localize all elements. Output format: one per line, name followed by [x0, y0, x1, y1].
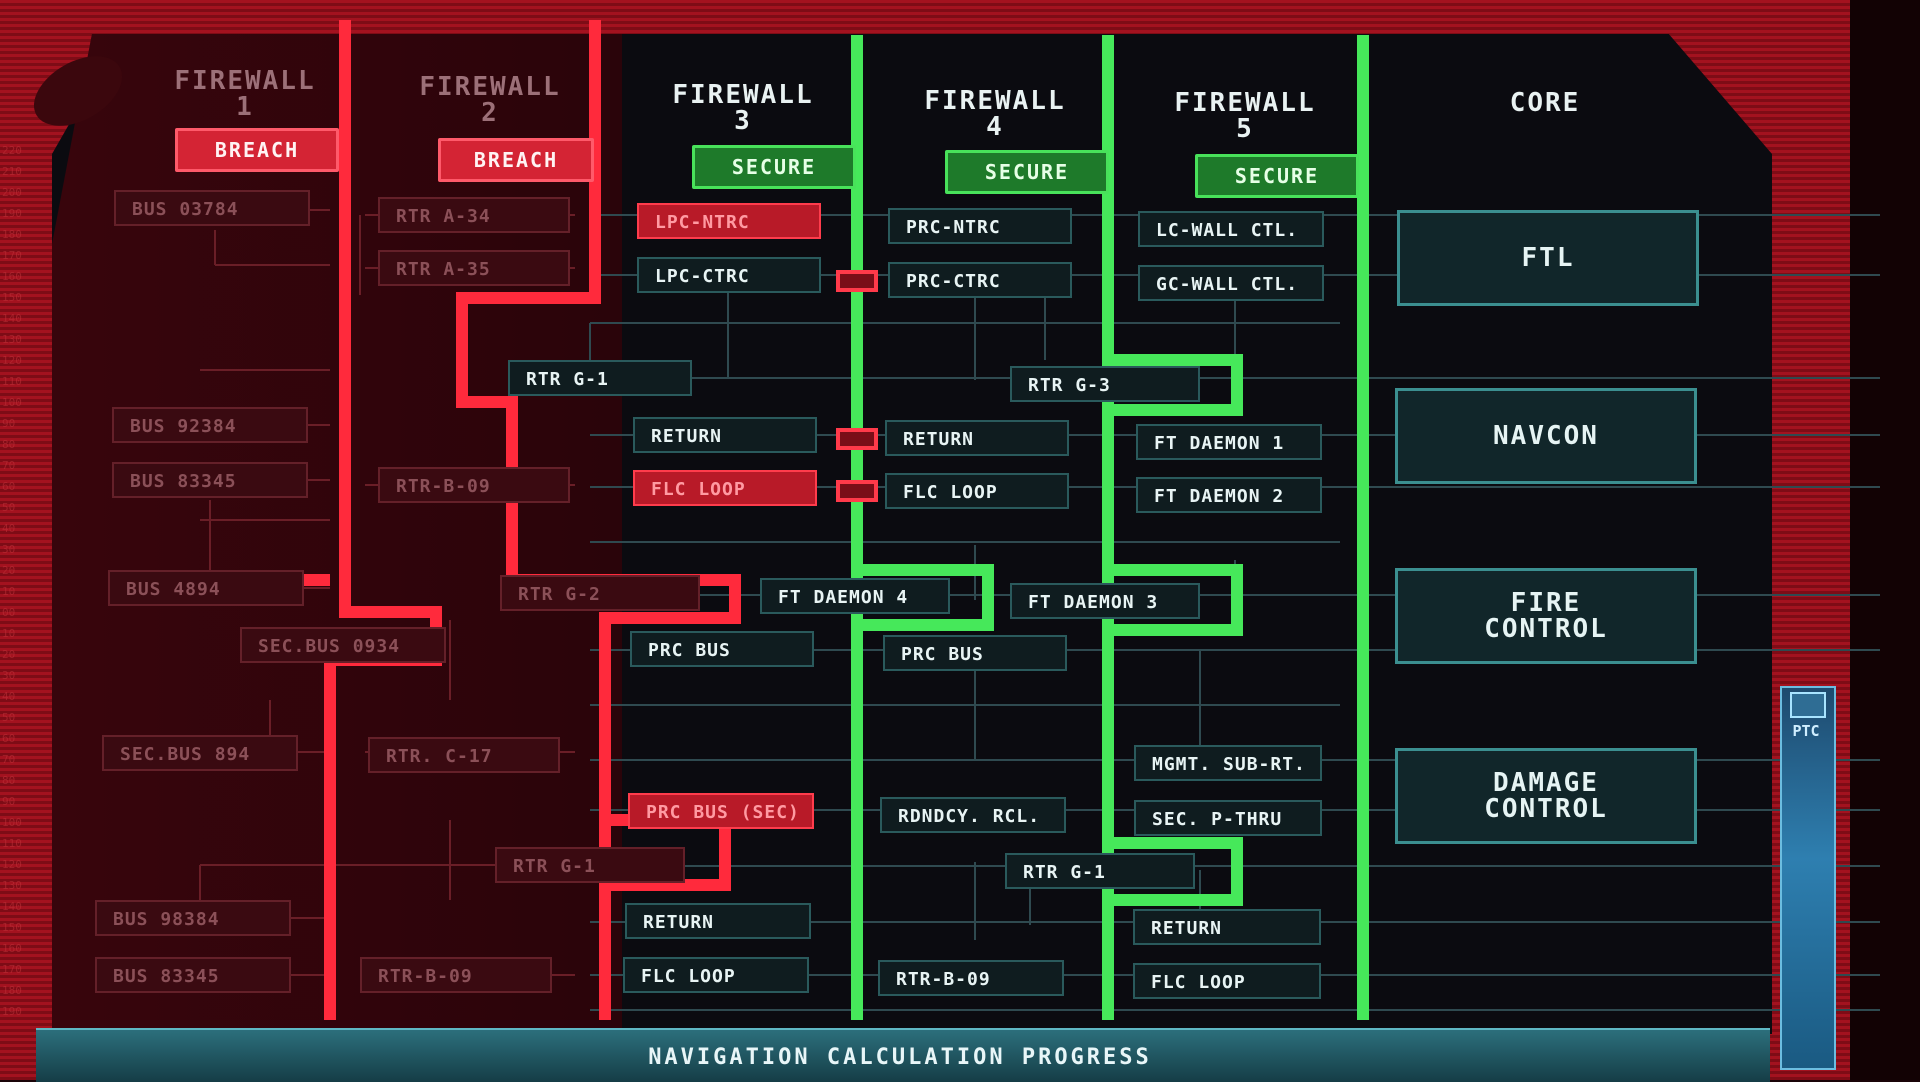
- secure-trunks: [851, 35, 1369, 1020]
- firewall-5-title: FIREWALL 5: [1174, 88, 1316, 144]
- col3-node[interactable]: LPC-CTRC: [637, 257, 821, 293]
- core-module-navcon[interactable]: NAVCON: [1395, 388, 1697, 484]
- col5-node[interactable]: MGMT. SUB-RT.: [1134, 745, 1322, 781]
- core-module-fire-control[interactable]: FIRE CONTROL: [1395, 568, 1697, 664]
- col5-node[interactable]: FLC LOOP: [1133, 963, 1321, 999]
- progress-label: NAVIGATION CALCULATION PROGRESS: [648, 1045, 1152, 1070]
- col5-node[interactable]: RETURN: [1133, 909, 1321, 945]
- col5-node[interactable]: FT DAEMON 2: [1136, 477, 1322, 513]
- col2-node[interactable]: RTR G-2: [500, 575, 700, 611]
- col3-node[interactable]: PRC BUS (SEC): [628, 793, 814, 829]
- col1-node[interactable]: BUS 03784: [114, 190, 310, 226]
- col2-node[interactable]: RTR-B-09: [378, 467, 570, 503]
- col2-node[interactable]: RTR. C-17: [368, 737, 560, 773]
- side-panel-label: PTC: [1792, 722, 1820, 740]
- side-panel-indicator: [1790, 692, 1826, 718]
- col4-node[interactable]: RETURN: [885, 420, 1069, 456]
- col3-node[interactable]: RETURN: [633, 417, 817, 453]
- col5-node[interactable]: LC-WALL CTL.: [1138, 211, 1324, 247]
- col3-node[interactable]: RETURN: [625, 903, 811, 939]
- col5-node[interactable]: FT DAEMON 1: [1136, 424, 1322, 460]
- firewall-5-status[interactable]: SECURE: [1195, 154, 1359, 198]
- col3-node[interactable]: PRC BUS: [630, 631, 814, 667]
- col2-node[interactable]: RTR A-34: [378, 197, 570, 233]
- col4-node[interactable]: PRC-CTRC: [888, 262, 1072, 298]
- col3-node[interactable]: FLC LOOP: [633, 470, 817, 506]
- breach-jumpers: [836, 270, 878, 502]
- col3-node[interactable]: FLC LOOP: [623, 957, 809, 993]
- col2-node[interactable]: RTR G-1: [495, 847, 685, 883]
- side-control-panel[interactable]: [1780, 686, 1836, 1070]
- col1-node[interactable]: BUS 92384: [112, 407, 308, 443]
- col2-node[interactable]: RTR A-35: [378, 250, 570, 286]
- col3-node[interactable]: FT DAEMON 4: [760, 578, 950, 614]
- col5-node[interactable]: RTR G-3: [1010, 366, 1200, 402]
- col4-node[interactable]: RDNDCY. RCL.: [880, 797, 1066, 833]
- bezel-shadow: [1850, 0, 1920, 1080]
- firewall-3-status[interactable]: SECURE: [692, 145, 856, 189]
- core-title: CORE: [1509, 88, 1581, 118]
- firewall-1-title: FIREWALL 1: [174, 66, 316, 122]
- firewall-1-status[interactable]: BREACH: [175, 128, 339, 172]
- core-module-damage-control[interactable]: DAMAGE CONTROL: [1395, 748, 1697, 844]
- col1-node[interactable]: BUS 83345: [95, 957, 291, 993]
- firewall-2-status[interactable]: BREACH: [438, 138, 594, 182]
- col2-node[interactable]: RTR-B-09: [360, 957, 552, 993]
- col3-node[interactable]: LPC-NTRC: [637, 203, 821, 239]
- col5-node[interactable]: GC-WALL CTL.: [1138, 265, 1324, 301]
- progress-bar: [36, 1028, 1770, 1082]
- col4-node[interactable]: PRC BUS: [883, 635, 1067, 671]
- col5-node[interactable]: FT DAEMON 3: [1010, 583, 1200, 619]
- firewall-2-title: FIREWALL 2: [419, 72, 561, 128]
- firewall-4-title: FIREWALL 4: [924, 86, 1066, 142]
- col1-node[interactable]: SEC.BUS 0934: [240, 627, 446, 663]
- col2-node[interactable]: RTR G-1: [508, 360, 692, 396]
- col1-node[interactable]: BUS 83345: [112, 462, 308, 498]
- core-module-ftl[interactable]: FTL: [1397, 210, 1699, 306]
- col5-node[interactable]: SEC. P-THRU: [1134, 800, 1322, 836]
- firewall-3-title: FIREWALL 3: [672, 80, 814, 136]
- col4-node[interactable]: PRC-NTRC: [888, 208, 1072, 244]
- col5-node[interactable]: RTR G-1: [1005, 853, 1195, 889]
- col4-node[interactable]: RTR-B-09: [878, 960, 1064, 996]
- col1-node[interactable]: BUS 4894: [108, 570, 304, 606]
- col1-node[interactable]: SEC.BUS 894: [102, 735, 298, 771]
- firewall-4-status[interactable]: SECURE: [945, 150, 1109, 194]
- col4-node[interactable]: FLC LOOP: [885, 473, 1069, 509]
- col1-node[interactable]: BUS 98384: [95, 900, 291, 936]
